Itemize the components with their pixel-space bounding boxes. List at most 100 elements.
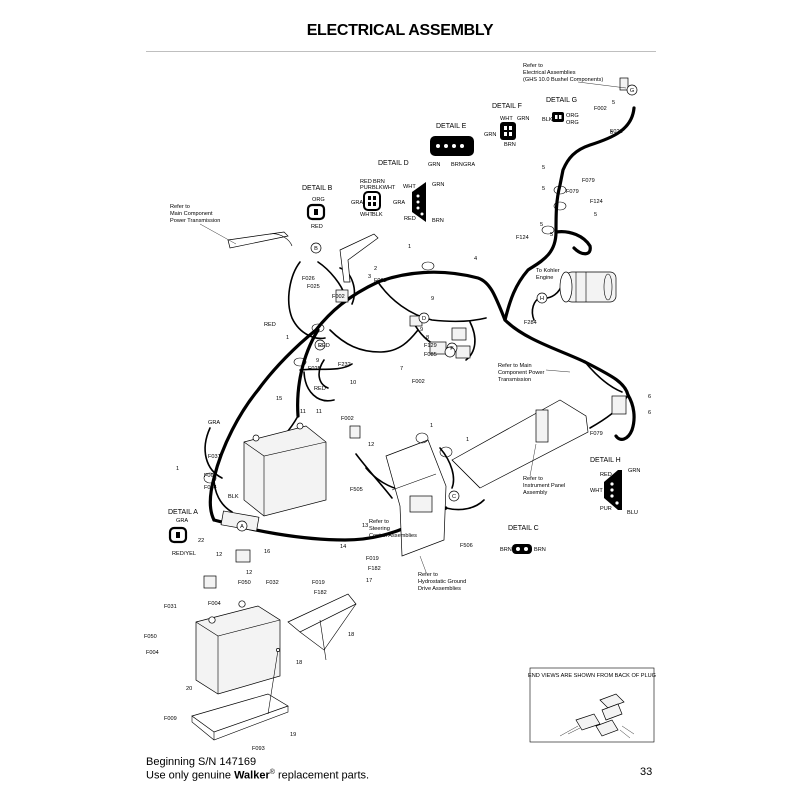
ref-instrument-line2: Instrument Panel xyxy=(523,483,565,489)
detail-h-blu: BLU xyxy=(627,510,638,516)
num-13: 13 xyxy=(362,523,368,529)
label-f009: F009 xyxy=(164,716,177,722)
num-18-b: 18 xyxy=(296,660,302,666)
detail-a-gra: GRA xyxy=(176,518,188,524)
footer-serial: Beginning S/N 147169 xyxy=(146,756,257,768)
label-f506: F506 xyxy=(460,543,473,549)
footer-registered: ® xyxy=(269,769,275,776)
num-2: 2 xyxy=(374,266,377,272)
detail-h-wht: WHT xyxy=(590,488,603,494)
battery-rods xyxy=(267,619,327,715)
label-f232: F232 xyxy=(338,362,351,368)
end-views-note: END VIEWS ARE SHOWN FROM BACK OF PLUG xyxy=(528,673,656,679)
page-number: 33 xyxy=(640,766,653,778)
label-f093: F093 xyxy=(252,746,265,752)
footer-notice: Use only genuine Walker® replacement par… xyxy=(146,767,369,782)
num-1-b: 1 xyxy=(286,335,289,341)
num-12-a: 12 xyxy=(368,442,374,448)
detail-h-pur: PUR xyxy=(600,506,612,512)
ref-main-top-line3: Power Transmission xyxy=(170,218,220,224)
connector-c-letter: C xyxy=(452,494,456,500)
callout-refer-hydro: Refer to Hydrostatic Ground Drive Assemb… xyxy=(418,555,466,592)
connector-a-letter: A xyxy=(240,524,244,530)
main-component-bar xyxy=(227,231,293,249)
detail-h-title: DETAIL H xyxy=(590,457,621,464)
label-f002-d: F002 xyxy=(412,379,425,385)
ref-elec-line3: (GHS 10.0 Bushel Components) xyxy=(523,77,603,83)
num-5-d: 5 xyxy=(542,186,545,192)
num-9-b: 9 xyxy=(420,327,423,333)
label-f050-a: F050 xyxy=(238,580,251,586)
num-8: 8 xyxy=(426,335,429,341)
detail-d-pur: PUR xyxy=(360,185,372,191)
ref-steering-line1: Refer to xyxy=(369,519,389,525)
label-f002-b: F002 xyxy=(332,294,345,300)
num-15: 15 xyxy=(276,396,282,402)
num-5-a: 5 xyxy=(610,130,613,136)
detail-f-grn-left: GRN xyxy=(484,132,496,138)
detail-d-wht-right: WHT xyxy=(403,184,416,190)
label-blk-main: BLK xyxy=(228,494,239,500)
connector-g-letter: G xyxy=(630,88,634,94)
label-f002-top: F002 xyxy=(594,106,607,112)
detail-d-blkwht: BLKWHT xyxy=(372,185,396,191)
detail-b-red: RED xyxy=(311,224,323,230)
label-f031-a: F031 xyxy=(208,454,221,460)
detail-d-gra-right: GRA xyxy=(393,200,405,206)
kohler-line1: To Kohler xyxy=(536,268,560,274)
wire-color-labels: RED RED RED GRA BLK xyxy=(208,322,330,500)
detail-f-grn-top: GRN xyxy=(517,116,529,122)
num-6-b: 6 xyxy=(648,410,651,416)
detail-a: DETAIL A GRA RED/YEL xyxy=(168,509,198,557)
ref-elec-line2: Electrical Assemblies xyxy=(523,70,576,76)
label-f025-a: F025 xyxy=(307,284,320,290)
label-f019-b: F019 xyxy=(312,580,325,586)
ref-instrument-line1: Refer to xyxy=(523,476,543,482)
ref-main-top-line2: Main Component xyxy=(170,211,213,217)
detail-d-red: RED xyxy=(360,179,372,185)
label-f004-b: F004 xyxy=(208,601,221,607)
label-f031-b: F031 xyxy=(164,604,177,610)
ref-steering-line2: Steering xyxy=(369,526,390,532)
num-1-c: 1 xyxy=(430,423,433,429)
detail-g: DETAIL G BLK ORG ORG xyxy=(542,97,579,126)
num-20: 20 xyxy=(186,686,192,692)
ref-steering-line3: Control Assemblies xyxy=(369,533,417,539)
label-f050-b: F050 xyxy=(144,634,157,640)
label-f002-e: F002 xyxy=(341,416,354,422)
callout-refer-electrical: Refer to Electrical Assemblies (GHS 10.0… xyxy=(523,63,627,89)
label-f182-b: F182 xyxy=(314,590,327,596)
detail-c-brn-left: BRN xyxy=(500,547,512,553)
num-11-b: 11 xyxy=(316,409,322,415)
label-f061: F061 xyxy=(204,473,217,479)
num-6-a: 6 xyxy=(648,394,651,400)
label-f182-a: F182 xyxy=(368,566,381,572)
num-22: 22 xyxy=(198,538,204,544)
label-f124-b: F124 xyxy=(516,235,529,241)
detail-b-org: ORG xyxy=(312,197,325,203)
connector-f-letter: F xyxy=(450,346,454,352)
end-views-box: END VIEWS ARE SHOWN FROM BACK OF PLUG xyxy=(528,667,656,743)
detail-d-brn: BRN xyxy=(373,179,385,185)
detail-d-brn-right: BRN xyxy=(432,218,444,224)
num-1-d: 1 xyxy=(466,437,469,443)
detail-d-title: DETAIL D xyxy=(378,160,409,167)
num-1-e: 1 xyxy=(176,466,179,472)
label-f004-a: F004 xyxy=(204,485,217,491)
detail-c: DETAIL C BRN BRN xyxy=(500,525,546,554)
detail-g-blk: BLK xyxy=(542,117,553,123)
detail-f: DETAIL F WHT GRN GRN BRN xyxy=(484,103,529,148)
callout-refer-instrument: Refer to Instrument Panel Assembly xyxy=(523,443,565,496)
num-9-c: 9 xyxy=(316,358,319,364)
detail-d-red-right: RED xyxy=(404,216,416,222)
label-f026-b: F026 xyxy=(302,276,315,282)
label-f085: F085 xyxy=(424,352,437,358)
ref-elec-line1: Refer to xyxy=(523,63,543,69)
detail-d-gra-left: GRA xyxy=(351,200,363,206)
steering-control-plate xyxy=(385,439,447,557)
callout-kohler: To Kohler Engine xyxy=(536,268,560,281)
connector-e-letter: E xyxy=(318,343,322,349)
label-f002-c: F002 xyxy=(374,278,387,284)
connector-h-letter: H xyxy=(540,296,544,302)
